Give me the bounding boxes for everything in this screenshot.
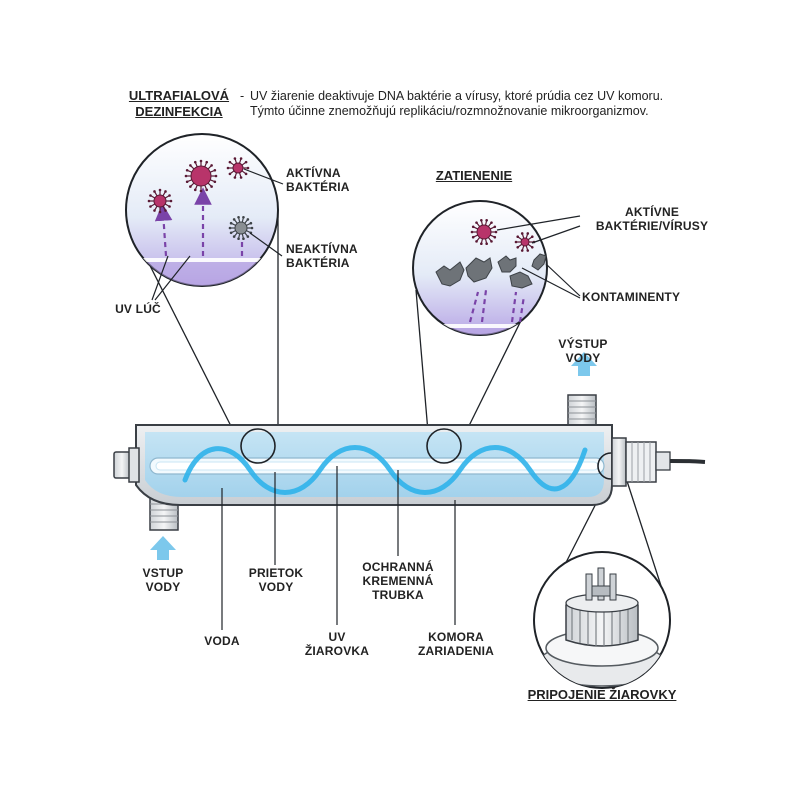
zoom-ring-uv [240,428,276,464]
zoom-circle-connector [533,551,671,689]
label-inactive-bacteria: NEAKTÍVNA BAKTÉRIA [286,242,358,270]
water-flow-spiral [182,445,588,495]
pointer-lines-right [496,215,581,299]
zoom-circle-uv [125,133,279,287]
zoom-ring-shading [426,428,462,464]
outlet-arrow [571,352,597,376]
active-bacteria-icon [226,157,250,179]
label-device-chamber: KOMORA ZARIADENIA [418,630,494,658]
title-shading: ZATIENENIE [435,168,513,183]
outlet-port [567,394,597,426]
pointer-lines-left [151,168,284,301]
uv-ray-arrow [154,203,173,257]
inactive-bacteria-icon [184,159,218,193]
zoom-circle-shading [412,200,548,336]
header-description-line2: Týmto účinne znemožňujú replikáciu/rozmn… [250,104,649,118]
label-water-inlet: VSTUP VODY [142,566,184,594]
pointer-lines-unit [221,466,456,630]
label-water-outlet: VÝSTUP VODY [558,337,608,365]
contaminant-icon [435,253,547,289]
header-description-line1: UV žiarenie deaktivuje DNA baktérie a ví… [250,89,664,103]
label-uv-ray: UV LÚČ [115,302,161,316]
label-water: VODA [204,634,240,648]
power-cable [669,459,706,464]
header-dash: - [240,89,245,103]
title-lamp-connection: PRIPOJENIE ŽIAROVKY [527,687,677,702]
active-bacteria-icon [514,232,536,252]
label-uv-lamp: UV ŽIAROVKA [304,630,370,658]
inlet-arrow [150,536,176,560]
lamp-connector [625,441,657,483]
label-active-bacteria: AKTÍVNA BAKTÉRIA [286,166,350,194]
label-contaminants: KONTAMINENTY [582,290,681,304]
uv-unit [113,394,706,531]
uv-ray-arrow [518,295,526,323]
active-bacteria-icon [228,215,254,241]
label-active-bacteria-viruses: AKTÍVNE BAKTÉRIE/VÍRUSY [595,205,709,233]
header-title: ULTRAFIALOVÁ DEZINFEKCIA [128,88,230,119]
label-water-flow: PRIETOK VODY [248,566,304,594]
inactive-bacteria-icon [147,188,173,214]
label-quartz-sleeve: OCHRANNÁ KREMENNÁ TRUBKA [362,560,434,602]
active-bacteria-icon [470,219,498,245]
end-cap-left [113,451,131,479]
